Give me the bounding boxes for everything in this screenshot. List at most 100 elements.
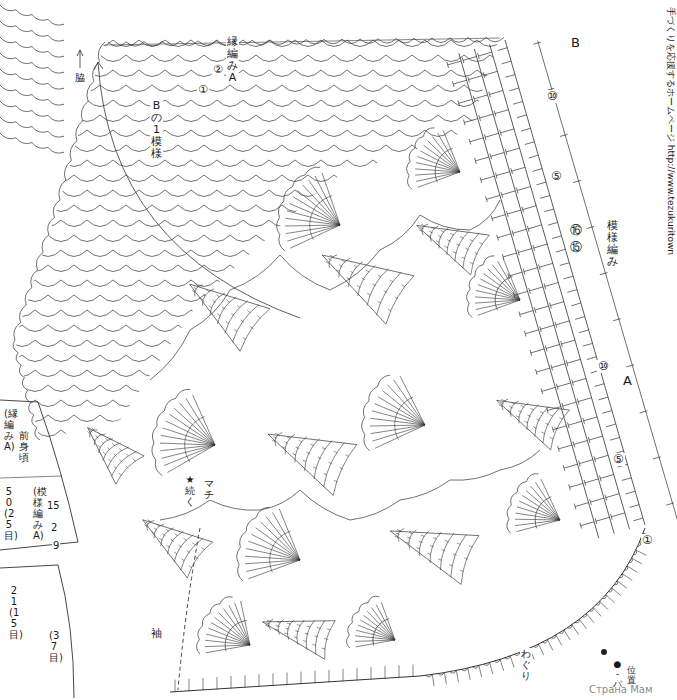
stitch-line (307, 626, 311, 627)
stitch-line (16, 122, 32, 128)
stitch-line (191, 460, 217, 467)
stitch-line (473, 665, 479, 668)
stitch-line (287, 225, 340, 241)
chain-mesh (0, 25, 542, 692)
stitch-line (165, 220, 191, 227)
stitch-line (152, 325, 178, 332)
stitch-line (360, 325, 386, 332)
stitch-line (381, 602, 395, 640)
stitch-line (541, 325, 555, 329)
stitch-line (0, 53, 16, 59)
stitch-line (321, 70, 347, 77)
stitch-line (490, 25, 516, 32)
stitch-line (372, 608, 396, 640)
stitch-line (0, 655, 22, 662)
stitch-line (421, 535, 425, 536)
stitch-line (126, 505, 152, 512)
stitch-line (282, 85, 308, 92)
stitch-line (448, 61, 461, 65)
stitch-line (438, 133, 461, 172)
stitch-line (402, 285, 406, 287)
stitch-line (126, 355, 152, 362)
stitch-line (536, 511, 537, 515)
stitch-line (61, 490, 87, 497)
stitch-line (425, 400, 451, 407)
stitch-line (548, 222, 558, 225)
stitch-line (284, 633, 288, 634)
stitch-line (308, 355, 334, 362)
stitch-line (438, 595, 464, 602)
stitch-line (476, 300, 520, 309)
stitch-line (87, 220, 113, 227)
stitch-line (16, 74, 32, 80)
stitch-line (240, 309, 270, 352)
stitch-line (13, 340, 18, 353)
stitch-line (308, 655, 334, 662)
stitch-line (36, 253, 43, 271)
stitch-line (230, 265, 256, 272)
row-number: ② (212, 64, 224, 76)
stitch-line (282, 475, 308, 482)
stitch-line (334, 55, 360, 62)
stitch-line (240, 621, 244, 622)
stitch-line (269, 160, 295, 167)
stitch-line (113, 370, 139, 377)
stitch-line (334, 205, 360, 212)
stitch-line (373, 190, 399, 197)
stitch-line (293, 175, 305, 187)
stitch-line (22, 175, 48, 182)
stitch-line (48, 205, 74, 212)
stitch-line (536, 482, 561, 520)
stitch-line (507, 211, 509, 217)
stitch-line (74, 325, 100, 332)
stitch-line (334, 595, 360, 602)
stitch-line (243, 130, 269, 137)
stitch-line (439, 228, 449, 249)
part-name: 脇 (74, 72, 86, 83)
stitch-line (286, 225, 340, 234)
stitch-line (256, 355, 282, 362)
stitch-line (502, 61, 512, 64)
stitch-line (152, 235, 178, 242)
stitch-line (447, 240, 451, 242)
dimension: 9 (52, 540, 60, 551)
stitch-line (205, 645, 250, 647)
stitch-line (598, 397, 608, 400)
stitch-line (311, 211, 313, 215)
stitch-line (285, 225, 340, 226)
stitch-line (495, 296, 496, 300)
stitch-line (451, 460, 477, 467)
stitch-line (25, 390, 30, 403)
stitch-line (193, 395, 215, 445)
stitch-line (581, 522, 594, 526)
stitch-line (477, 250, 503, 257)
stitch-line (340, 468, 344, 470)
stitch-line (438, 295, 464, 302)
stitch-line (357, 668, 358, 681)
stitch-line (126, 205, 152, 212)
stitch-line (436, 241, 440, 243)
stitch-line (451, 280, 477, 287)
stitch-line (412, 535, 438, 542)
stitch-line (516, 55, 542, 62)
stitch-line (451, 310, 477, 317)
stitch-line (230, 85, 256, 92)
stitch-line (103, 443, 121, 461)
stitch-line (59, 180, 66, 200)
stitch-line (308, 115, 334, 122)
stitch-line (629, 558, 632, 563)
stitch-line (48, 175, 74, 182)
stitch-line (20, 305, 27, 323)
stitch-line (495, 110, 509, 114)
stitch-line (9, 70, 35, 77)
stitch-line (98, 62, 300, 318)
stitch-line (469, 546, 473, 547)
stitch-line (22, 355, 48, 362)
stitch-line (546, 423, 550, 425)
stitch-line (154, 528, 157, 530)
stitch-line (61, 160, 87, 167)
stitch-line (451, 490, 477, 497)
stitch-line (536, 525, 537, 529)
stitch-line (175, 680, 176, 693)
stitch-line (48, 115, 64, 121)
